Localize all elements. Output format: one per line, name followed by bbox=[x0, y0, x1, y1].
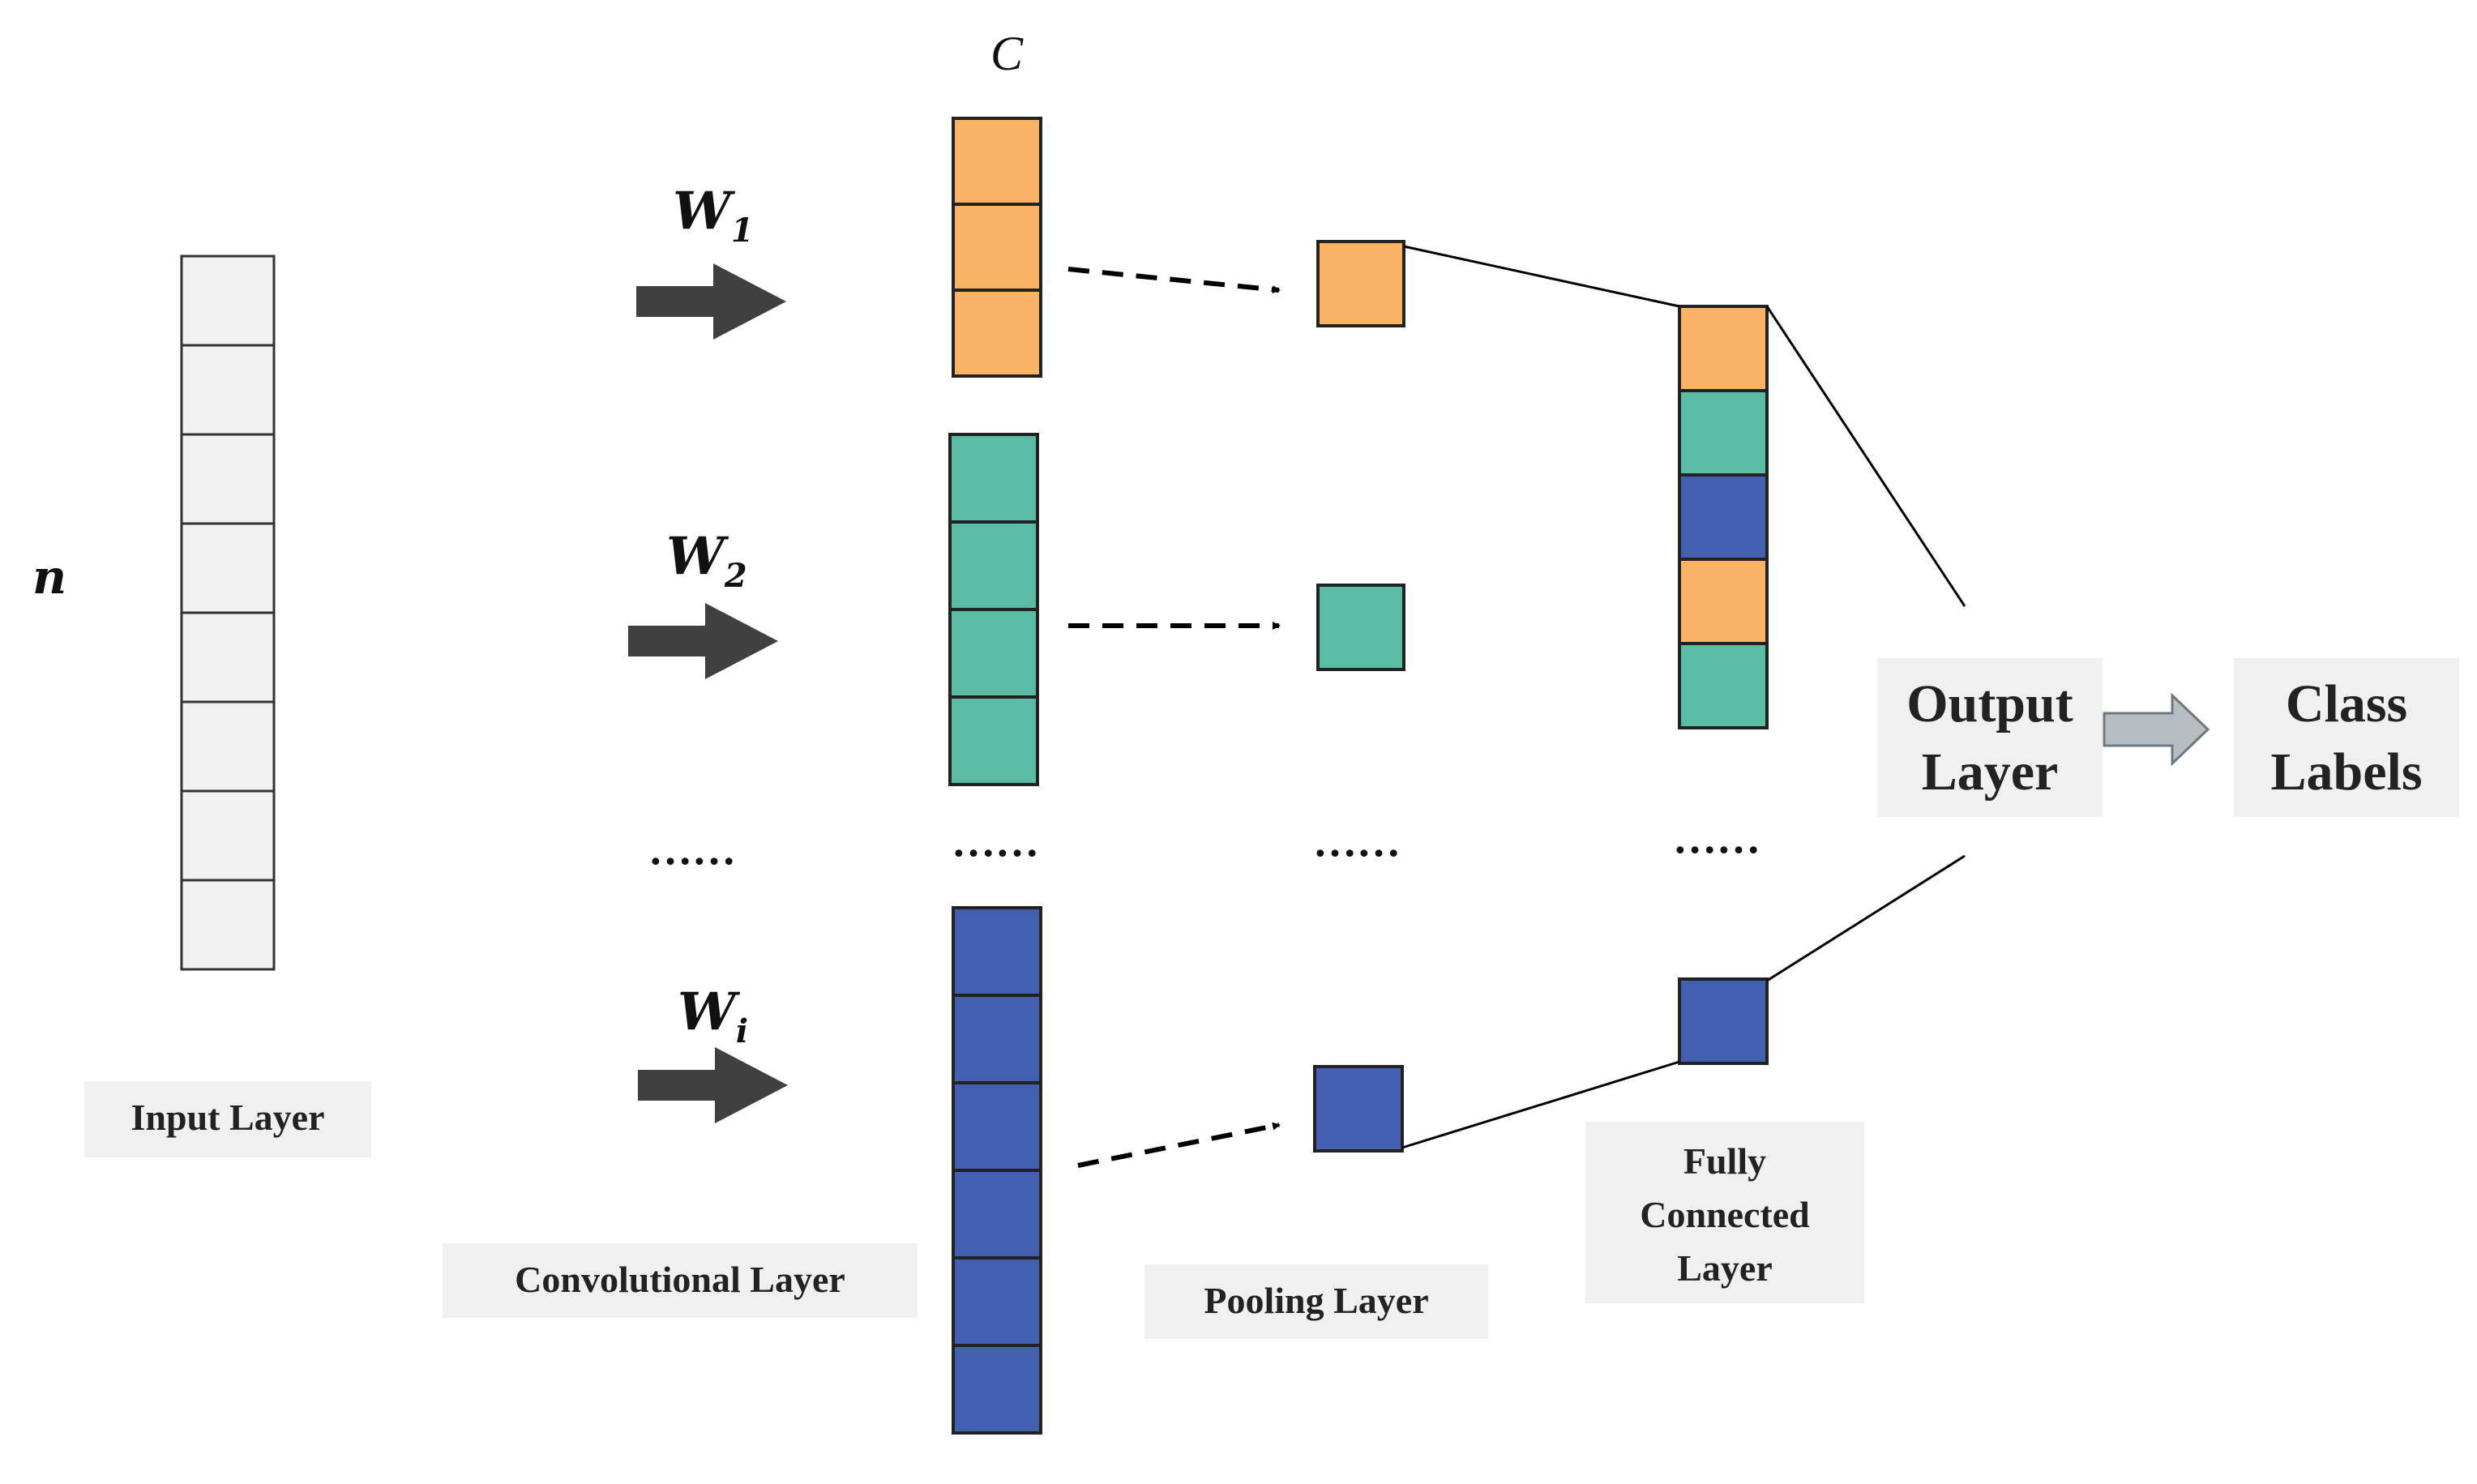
conv-feature-map-2 bbox=[948, 433, 1039, 786]
conv2-cell bbox=[948, 433, 1039, 524]
conv-feature-map-i bbox=[952, 906, 1042, 1435]
input-cell bbox=[180, 522, 276, 614]
fc-cell bbox=[1678, 642, 1769, 729]
svg-text:Fully: Fully bbox=[1683, 1140, 1766, 1182]
input-layer-column bbox=[180, 254, 276, 971]
arrow-wi-icon bbox=[638, 1047, 788, 1123]
conv1-cell bbox=[952, 203, 1042, 292]
ellipsis-pool: …… bbox=[1313, 817, 1401, 866]
fc-cell bbox=[1678, 558, 1769, 645]
input-cell bbox=[180, 700, 276, 793]
output-layer-box: Output Layer bbox=[1877, 658, 2103, 817]
conv2-cell bbox=[948, 608, 1039, 699]
fully-connected-layer-label: Fully Connected Layer bbox=[1585, 1122, 1864, 1303]
svg-text:Layer: Layer bbox=[1677, 1247, 1773, 1289]
svg-text:Output: Output bbox=[1906, 674, 2073, 733]
svg-text:Connected: Connected bbox=[1640, 1194, 1810, 1235]
convi-cell bbox=[952, 906, 1042, 997]
wi-symbol: Wi bbox=[678, 981, 748, 1050]
arrow-w1-icon bbox=[636, 263, 786, 340]
dashed-arrow-1 bbox=[1067, 267, 1281, 294]
w1-symbol: W1 bbox=[673, 181, 754, 250]
svg-text:Layer: Layer bbox=[1922, 742, 2059, 802]
ellipsis-fc: …… bbox=[1673, 814, 1760, 862]
svg-text:Class: Class bbox=[2286, 674, 2407, 733]
conv2-cell bbox=[948, 695, 1039, 786]
pooling-layer-label: Pooling Layer bbox=[1144, 1264, 1488, 1339]
pooled-unit-i bbox=[1313, 1065, 1404, 1153]
ellipsis-arrows: …… bbox=[648, 825, 736, 874]
connector-pool1-fc bbox=[1403, 245, 1680, 308]
convi-cell bbox=[952, 994, 1042, 1084]
connector-fc-output-bottom bbox=[1766, 854, 1966, 982]
conv1-cell bbox=[952, 117, 1042, 206]
convi-cell bbox=[952, 1169, 1042, 1259]
input-cell bbox=[180, 254, 276, 347]
class-labels-box: Class Labels bbox=[2234, 658, 2459, 817]
conv2-cell bbox=[948, 520, 1039, 611]
convi-cell bbox=[952, 1344, 1042, 1435]
output-arrow-icon bbox=[2103, 692, 2210, 767]
dashed-arrow-i bbox=[1077, 1122, 1281, 1168]
conv1-cell bbox=[952, 289, 1042, 378]
input-cell bbox=[180, 879, 276, 971]
fully-connected-stack bbox=[1678, 305, 1769, 729]
ellipsis-conv: …… bbox=[952, 817, 1039, 866]
fc-cell bbox=[1678, 305, 1769, 392]
convi-cell bbox=[952, 1081, 1042, 1172]
w2-symbol: W2 bbox=[666, 526, 747, 595]
pooled-unit-1 bbox=[1316, 240, 1405, 327]
input-cell bbox=[180, 789, 276, 882]
svg-text:Labels: Labels bbox=[2270, 742, 2422, 802]
svg-text:Input Layer: Input Layer bbox=[131, 1097, 325, 1138]
input-cell bbox=[180, 611, 276, 704]
convolutional-layer-label: Convolutional Layer bbox=[443, 1243, 918, 1318]
n-symbol: n bbox=[32, 550, 66, 605]
svg-text:Pooling Layer: Pooling Layer bbox=[1204, 1280, 1428, 1321]
conv-feature-map-1 bbox=[952, 117, 1042, 378]
arrow-w2-icon bbox=[628, 603, 778, 679]
fc-cell bbox=[1678, 473, 1769, 561]
pooled-unit-2 bbox=[1316, 584, 1405, 671]
convi-cell bbox=[952, 1256, 1042, 1347]
svg-text:Convolutional Layer: Convolutional Layer bbox=[515, 1259, 845, 1300]
fc-cell bbox=[1678, 389, 1769, 477]
connector-fc-output-top bbox=[1765, 306, 1966, 607]
input-cell bbox=[180, 344, 276, 436]
fully-connected-unit-i bbox=[1678, 977, 1769, 1065]
connector-pooli-fc bbox=[1401, 1060, 1680, 1149]
input-layer-label: Input Layer bbox=[84, 1081, 371, 1157]
c-symbol: C bbox=[990, 27, 1024, 80]
input-cell bbox=[180, 433, 276, 525]
